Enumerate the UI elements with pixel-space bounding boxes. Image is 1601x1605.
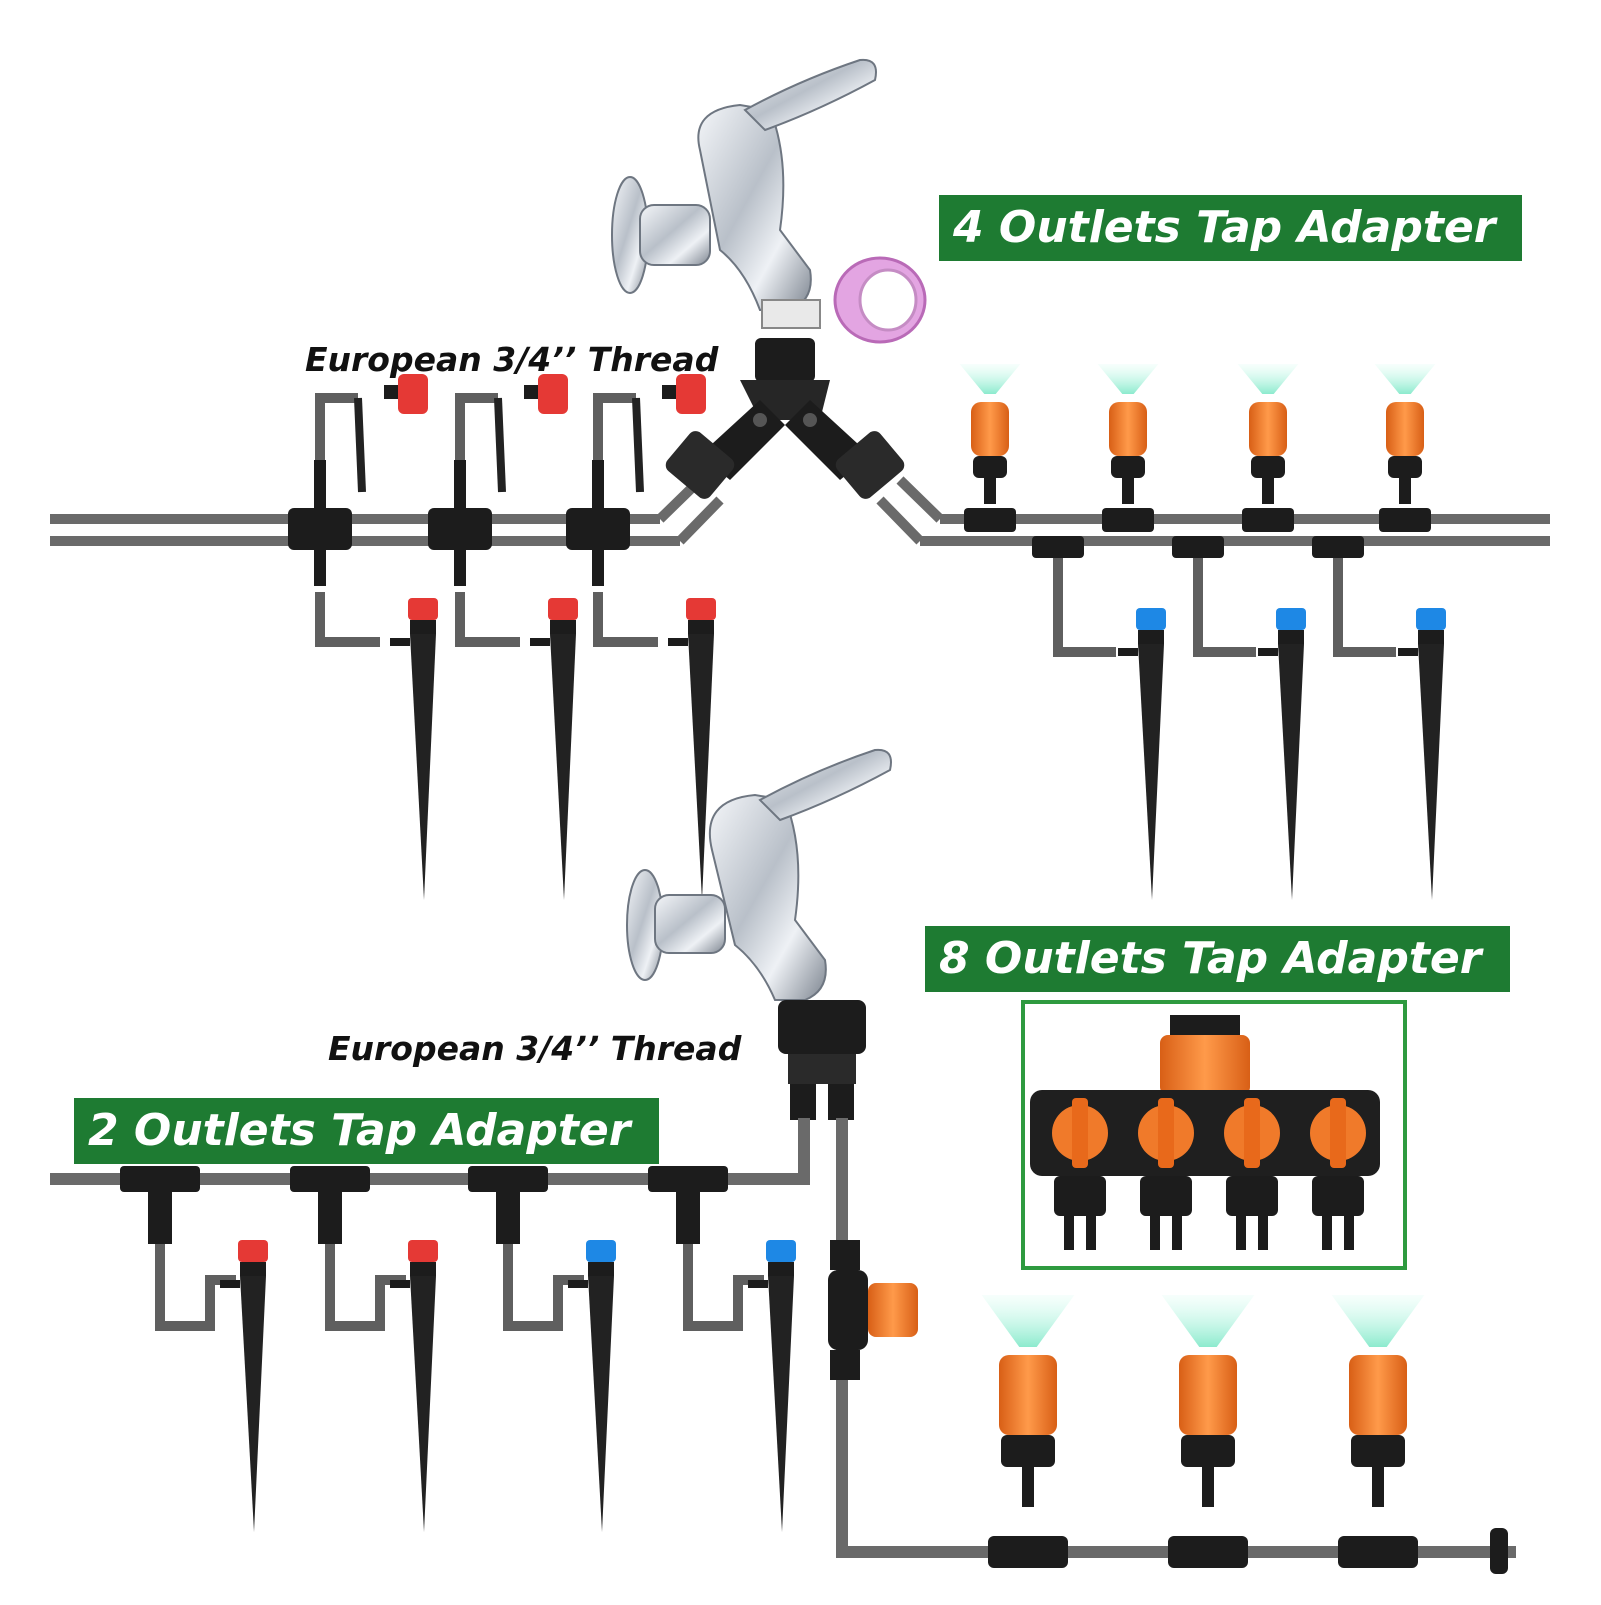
stake-dripper: [220, 1240, 268, 1532]
bottom-faucet-icon: [626, 748, 892, 1001]
cross-fitting: [566, 508, 630, 550]
cross-fitting: [428, 508, 492, 550]
top-right-blue-stakes: [1032, 536, 1446, 900]
red-dripper-icon: [384, 374, 428, 414]
bottom-right-spray-nozzles: [981, 1295, 1425, 1568]
valve-outlet: [1140, 1176, 1192, 1216]
red-stake-dripper: [390, 598, 438, 900]
tee-fitting: [1168, 1536, 1248, 1568]
bottom-left-stakes: [120, 1166, 796, 1532]
tee-fitting: [1338, 1536, 1418, 1568]
banner-4-outlets: 4 Outlets Tap Adapter: [939, 195, 1522, 261]
stake-dripper: [390, 1240, 438, 1532]
cross-fitting: [288, 508, 352, 550]
valve-outlet: [1054, 1176, 1106, 1216]
tee-fitting: [120, 1166, 200, 1192]
tee-fitting: [1102, 508, 1154, 532]
stake-dripper: [568, 1240, 616, 1532]
banner-2-outlets: 2 Outlets Tap Adapter: [74, 1098, 659, 1164]
ptfe-tape-icon: [833, 256, 927, 344]
eight-outlet-adapter-frame: [1021, 1000, 1407, 1270]
tee-fitting: [964, 508, 1016, 532]
y-splitter-icon: [665, 338, 905, 499]
tee-fitting: [1242, 508, 1294, 532]
tee-fitting: [648, 1166, 728, 1192]
tee-fitting: [1032, 536, 1084, 558]
mini-stake: [354, 397, 366, 493]
tee-fitting: [290, 1166, 370, 1192]
orange-spray-nozzle-large: [1161, 1295, 1255, 1507]
thread-label-bottom: European 3/4’’ Thread: [328, 1029, 742, 1068]
orange-spray-nozzle: [1237, 364, 1299, 504]
blue-stake-dripper: [1118, 608, 1166, 900]
stake-dripper: [748, 1240, 796, 1532]
tee-fitting: [1379, 508, 1431, 532]
two-outlet-adapter-icon: [778, 1000, 866, 1120]
blue-stake-dripper: [1258, 608, 1306, 900]
end-plug-icon: [1490, 1528, 1508, 1574]
red-dripper-icon: [524, 374, 568, 414]
top-faucet-icon: [611, 58, 877, 329]
valve-outlet: [1312, 1176, 1364, 1216]
orange-spray-nozzle-large: [981, 1295, 1075, 1507]
orange-spray-nozzle: [1374, 364, 1436, 504]
orange-spray-nozzle-large: [1331, 1295, 1425, 1507]
banner-8-outlets: 8 Outlets Tap Adapter: [925, 926, 1510, 992]
shutoff-valve-icon: [828, 1240, 918, 1380]
tee-fitting: [468, 1166, 548, 1192]
top-left-dripper-lines: [288, 374, 716, 900]
four-way-valve-icon: [1030, 1015, 1380, 1250]
mini-stake: [494, 397, 506, 493]
orange-spray-nozzle: [959, 364, 1021, 504]
tee-fitting: [988, 1536, 1068, 1568]
red-stake-dripper: [668, 598, 716, 900]
valve-outlet: [1226, 1176, 1278, 1216]
mini-stake: [632, 397, 644, 493]
red-stake-dripper: [530, 598, 578, 900]
thread-label-top: European 3/4’’ Thread: [305, 340, 719, 379]
tee-fitting: [1172, 536, 1224, 558]
top-right-spray-nozzles: [959, 364, 1436, 532]
orange-spray-nozzle: [1097, 364, 1159, 504]
tee-fitting: [1312, 536, 1364, 558]
red-dripper-icon: [662, 374, 706, 414]
blue-stake-dripper: [1398, 608, 1446, 900]
